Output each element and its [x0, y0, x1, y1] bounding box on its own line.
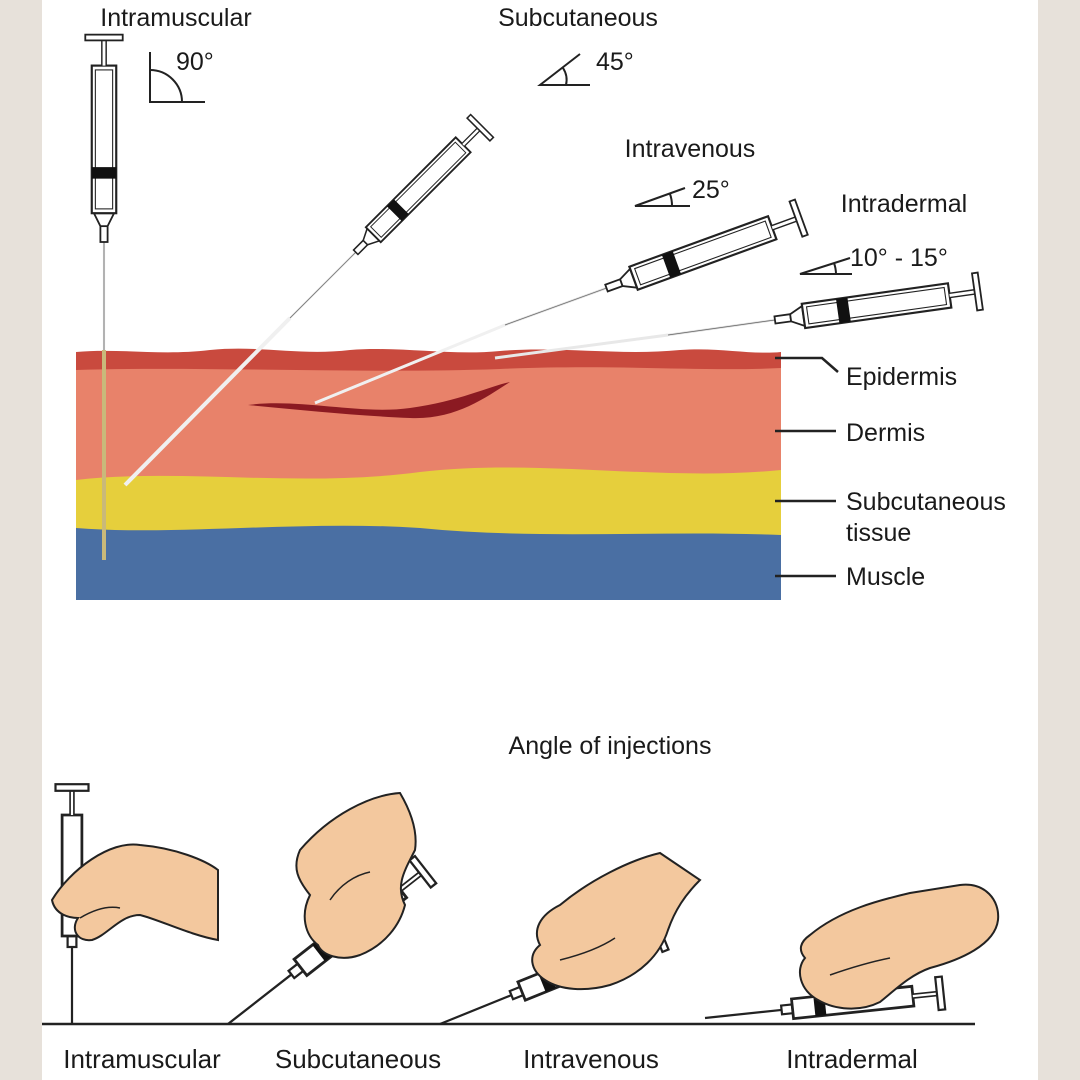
- dermis-layer: [76, 359, 781, 480]
- angle-subcutaneous: 45°: [596, 48, 634, 76]
- bottom-label-subcutaneous: Subcutaneous: [275, 1044, 441, 1074]
- subcutaneous-layer: [76, 464, 781, 535]
- label-intravenous: Intravenous: [625, 135, 756, 163]
- angle-intradermal: 10° - 15°: [850, 244, 948, 272]
- angle-45-icon: [537, 53, 590, 86]
- label-epidermis: Epidermis: [846, 363, 957, 391]
- tissue-cross-section: [76, 348, 781, 600]
- bottom-title: Angle of injections: [509, 732, 712, 760]
- angle-90-icon: [149, 52, 205, 103]
- hand-subcutaneous: [217, 791, 436, 1038]
- muscle-layer: [76, 522, 781, 600]
- label-muscle: Muscle: [846, 563, 925, 591]
- label-dermis: Dermis: [846, 419, 925, 447]
- label-subcutaneous: Subcutaneous: [498, 4, 658, 32]
- angle-25-icon: [634, 187, 690, 207]
- label-intramuscular: Intramuscular: [100, 4, 251, 32]
- angle-intravenous: 25°: [692, 176, 730, 204]
- hand-intramuscular: [50, 784, 219, 1024]
- subcutaneous-syringe: [123, 115, 493, 487]
- label-intradermal: Intradermal: [841, 190, 967, 218]
- angle-intramuscular: 90°: [176, 48, 214, 76]
- layer-leader-lines: [775, 356, 839, 578]
- vein: [248, 382, 510, 419]
- label-subcutaneous-tissue-line2: tissue: [846, 519, 911, 547]
- hand-intravenous: [434, 851, 702, 1039]
- bottom-label-intramuscular: Intramuscular: [63, 1044, 221, 1074]
- intravenous-syringe: [314, 200, 808, 405]
- hand-intradermal: [703, 883, 1000, 1035]
- bottom-label-intradermal: Intradermal: [786, 1044, 918, 1074]
- label-subcutaneous-tissue-line1: Subcutaneous: [846, 488, 1006, 516]
- intramuscular-syringe: [85, 35, 122, 560]
- intradermal-syringe: [494, 273, 983, 360]
- angle-10-15-icon: [799, 257, 852, 275]
- bottom-label-intravenous: Intravenous: [523, 1044, 659, 1074]
